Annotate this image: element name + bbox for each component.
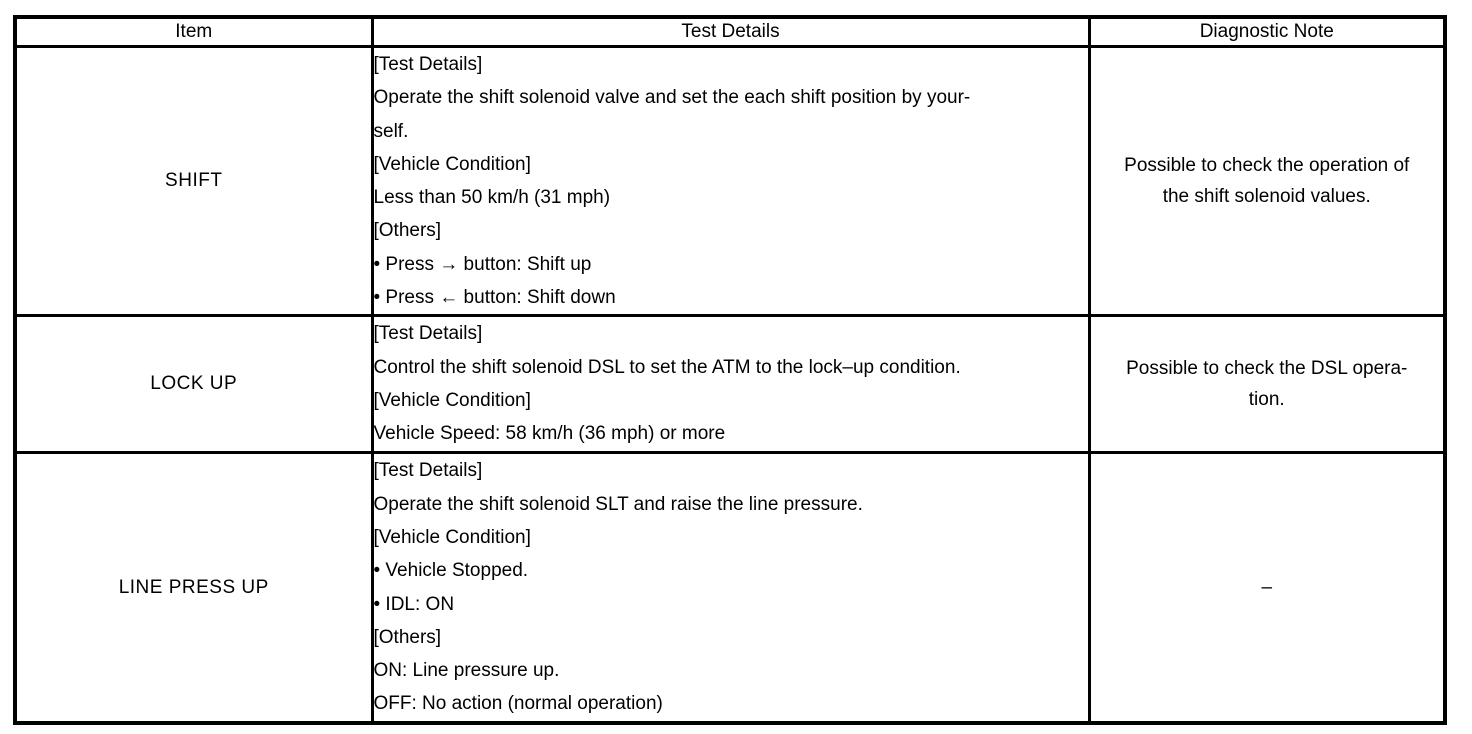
test-details-line: [Test Details] [373,54,483,75]
test-details-cell: [Test Details] Control the shift solenoid… [370,314,1091,455]
diagnostic-test-table: Item Test Details Diagnostic Note SHIFT … [13,15,1447,725]
test-details-line: Less than 50 km/h (31 mph) [373,187,611,209]
test-details-line: Control the shift solenoid DSL to set th… [373,356,961,378]
table-row: LINE PRESS UP [Test Details] Operate the … [13,451,1447,725]
diagnostic-note-cell: – [1087,451,1447,725]
diagnostic-note-line: tion. [1248,389,1285,411]
column-header-diagnostic-note: Diagnostic Note [1087,15,1447,48]
test-details-line: [Others] [373,626,442,648]
diagnostic-note-line: the shift solenoid values. [1162,186,1371,208]
diagnostic-note-cell: Possible to check the DSL opera-tion. [1087,314,1447,455]
table-body: SHIFT [Test Details] Operate the shift so… [13,44,1447,725]
item-cell: LOCK UP [13,314,374,455]
test-details-line: Vehicle Speed: 58 km/h (36 mph) or more [373,423,726,445]
item-cell: SHIFT [13,44,374,318]
test-details-line: OFF: No action (normal operation) [373,693,663,715]
diagnostic-test-table-wrapper: Item Test Details Diagnostic Note SHIFT … [13,15,1447,725]
test-details-line: [Others] [373,220,442,242]
test-details-line: • Press → button: Shift up [373,253,592,275]
test-details-line: • Vehicle Stopped. [373,560,529,582]
diagnostic-note-line: – [1261,577,1273,599]
table-header-row: Item Test Details Diagnostic Note [13,15,1447,48]
table-row: SHIFT [Test Details] Operate the shift so… [13,44,1447,318]
test-details-line: • Press ← button: Shift down [373,287,616,309]
column-header-item: Item [13,15,374,48]
test-details-line: ON: Line pressure up. [373,660,560,682]
diagnostic-note-line: Possible to check the DSL opera- [1126,358,1408,380]
item-cell: LINE PRESS UP [13,451,374,725]
test-details-cell: [Test Details] Operate the shift solenoid… [370,44,1091,318]
test-details-line: [Vehicle Condition] [373,526,531,548]
test-details-line: Operate the shift solenoid SLT and raise… [373,493,863,515]
test-details-line: [Vehicle Condition] [373,389,531,411]
table-row: LOCK UP [Test Details] Control the shift … [13,314,1447,455]
diagnostic-note-cell: Possible to check the operation of the sh… [1087,44,1447,318]
diagnostic-note-line: Possible to check the operation of [1124,155,1410,177]
column-header-test-details: Test Details [370,15,1091,48]
test-details-line: [Vehicle Condition] [373,153,531,175]
test-details-line: Operate the shift solenoid valve and set… [373,87,971,109]
test-details-line: • IDL: ON [373,593,455,615]
test-details-line: self. [373,120,409,142]
test-details-cell: [Test Details] Operate the shift solenoid… [370,451,1091,725]
test-details-line: [Test Details] [373,460,483,482]
test-details-line: [Test Details] [373,323,483,345]
